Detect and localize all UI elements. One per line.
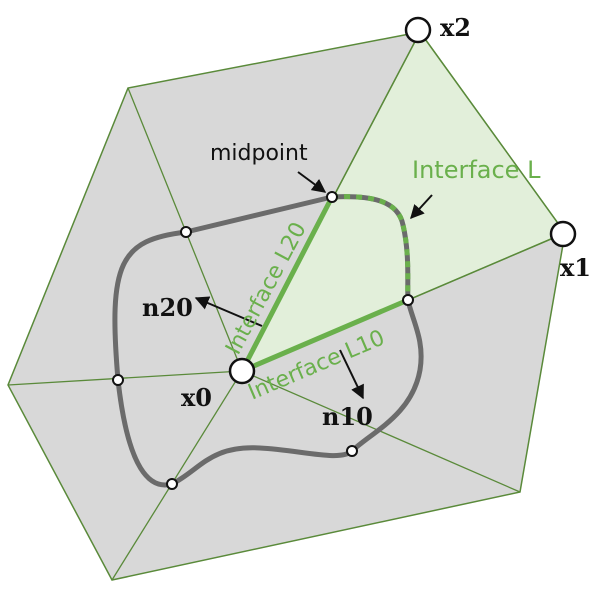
midpoint-marker (326, 191, 338, 203)
n10-arrow (339, 349, 364, 400)
n20-label: n20 (142, 293, 193, 322)
interface-L10-line (239, 297, 411, 374)
x1-label: x1 (560, 253, 591, 282)
midpoint-marker (402, 294, 414, 306)
midpoint-marker (180, 226, 192, 238)
interface-L20-line (239, 194, 335, 374)
midpoint-label: midpoint (210, 141, 308, 166)
node-x1 (549, 220, 577, 248)
x0-label: x0 (181, 383, 212, 412)
midpoint-marker (166, 478, 178, 490)
n10-label: n10 (322, 402, 373, 431)
control-volume-boundary (112, 194, 424, 488)
midpoint-marker (112, 374, 124, 386)
midpoint-markers (112, 191, 414, 490)
node-x0 (228, 357, 256, 385)
node-x2 (404, 16, 432, 44)
midpoint-marker (346, 445, 358, 457)
interface-L-dashes (331, 194, 411, 301)
midpoint-arrow (297, 171, 327, 193)
interface-L-arrow (410, 194, 433, 220)
x2-label: x2 (440, 13, 471, 42)
n20-arrow (194, 296, 263, 327)
interface-L-label: Interface L (412, 156, 541, 184)
